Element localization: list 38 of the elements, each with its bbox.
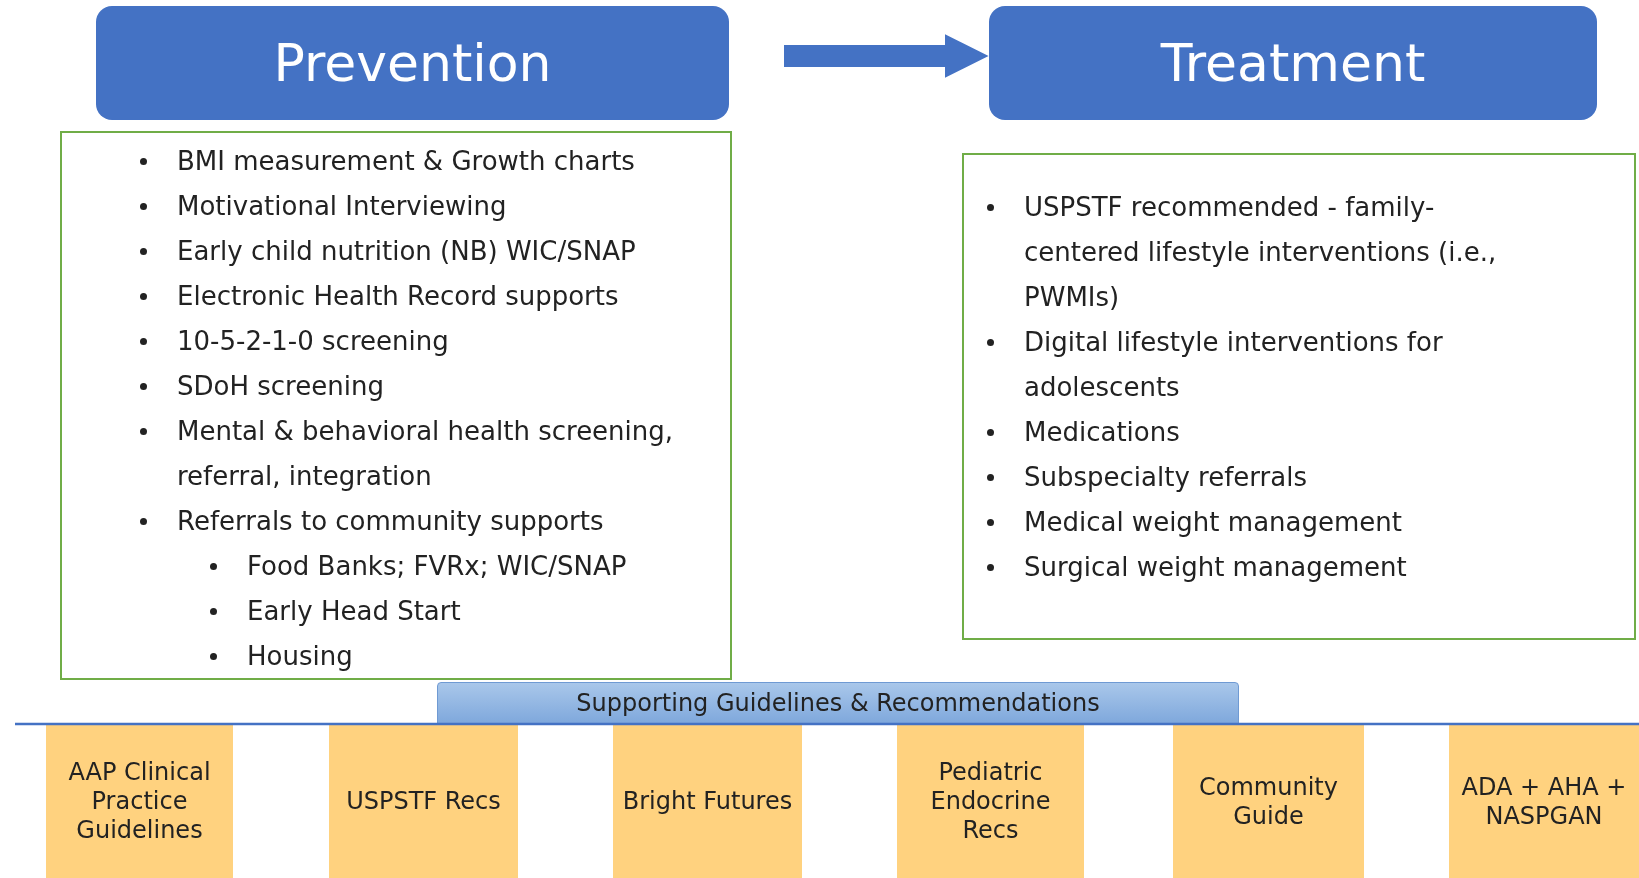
- list-item-text: Referrals to community supports: [177, 506, 604, 536]
- guideline-box: [46, 725, 233, 878]
- label-text: USPSTF Recs: [346, 787, 501, 816]
- stage-header: [96, 6, 729, 120]
- guideline-box: [1449, 725, 1639, 878]
- list-item-text: Medical weight management: [1024, 507, 1402, 537]
- guideline-box: [897, 725, 1084, 878]
- list-item-text: Early child nutrition (NB) WIC/SNAP: [177, 236, 636, 266]
- header-text: Treatment: [1160, 33, 1426, 93]
- guideline-box: [613, 725, 802, 878]
- label-text: Bright Futures: [622, 787, 793, 816]
- list-item-text: Mental & behavioral health screening, referral, integration: [177, 416, 674, 491]
- bullet-list-box: [962, 153, 1636, 640]
- stage-header: [989, 6, 1597, 120]
- label-text: ADA + AHA + NASPGAN: [1460, 772, 1628, 831]
- list-item-text: Medications: [1024, 417, 1180, 447]
- list-item-text: Motivational Interviewing: [177, 191, 507, 221]
- label-text: Pediatric Endocrine Recs: [929, 758, 1052, 845]
- list-item-text: Early Head Start: [247, 596, 461, 626]
- label-text: AAP Clinical Practice Guidelines: [67, 758, 212, 845]
- list-item-text: Electronic Health Record supports: [177, 281, 619, 311]
- label-text: Supporting Guidelines & Recommendations: [576, 689, 1100, 717]
- list-item-text: BMI measurement & Growth charts: [177, 146, 635, 176]
- list-item-text: Food Banks; FVRx; WIC/SNAP: [247, 551, 627, 581]
- section-banner: [437, 682, 1239, 724]
- label-text: Community Guide: [1198, 772, 1339, 831]
- arrow: [784, 34, 989, 78]
- bullet-list-box: [60, 131, 732, 680]
- list-item-text: Surgical weight management: [1024, 552, 1407, 582]
- list-item-text: USPSTF recommended - family-centered lifestyle interventions (i.e., PWMIs): [1024, 192, 1497, 312]
- list-item-text: SDoH screening: [177, 371, 384, 401]
- list-item-text: Housing: [247, 641, 353, 671]
- guideline-box: [1173, 725, 1364, 878]
- header-text: Prevention: [273, 33, 552, 93]
- guideline-box: [329, 725, 518, 878]
- list-item-text: Digital lifestyle interventions for adolescents: [1024, 327, 1443, 402]
- list-item-text: Subspecialty referrals: [1024, 462, 1307, 492]
- list-item-text: 10-5-2-1-0 screening: [177, 326, 449, 356]
